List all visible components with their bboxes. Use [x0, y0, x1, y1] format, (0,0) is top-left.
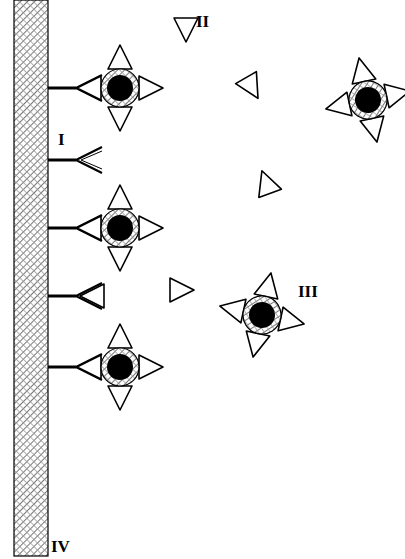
free-beads [211, 49, 405, 366]
callout-number: III [298, 283, 318, 300]
solid-support [14, 0, 48, 556]
bound-beads [77, 45, 163, 410]
callout-number: I [58, 131, 65, 148]
callout-number: II [196, 13, 209, 30]
free-antigens [80, 18, 281, 308]
callout-number: IV [51, 538, 70, 555]
